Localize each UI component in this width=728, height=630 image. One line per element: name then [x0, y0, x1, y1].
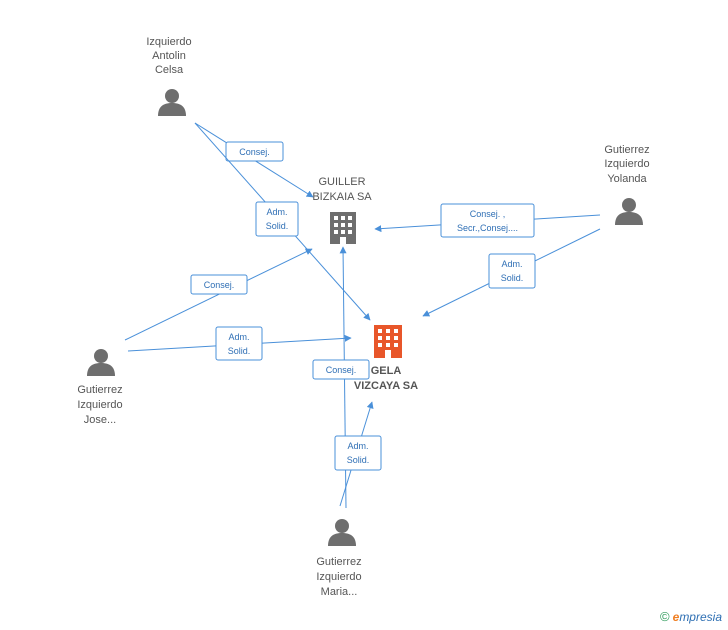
- person-name-line-3: Jose...: [84, 414, 116, 426]
- building-icon: [330, 212, 356, 244]
- empresia-logo: empresia: [673, 610, 722, 624]
- person-icon: [328, 519, 356, 546]
- edge-label-jose-gela-1: Adm.: [228, 332, 249, 342]
- person-node-celsa[interactable]: Izquierdo Antolin Celsa: [146, 36, 192, 116]
- person-name-line-3: Yolanda: [607, 173, 647, 185]
- company-node-gela[interactable]: GELA VIZCAYA SA: [354, 325, 418, 392]
- edge-yolanda-guiller[interactable]: Consej. , Secr.,Consej....: [374, 203, 601, 238]
- edge-label-yolanda-gela-2: Solid.: [501, 273, 524, 283]
- edge-label-yolanda-guiller-2: Secr.,Consej....: [457, 223, 518, 233]
- edge-jose-gela[interactable]: Adm. Solid.: [127, 326, 352, 361]
- company-name-line-1: GUILLER: [318, 176, 365, 188]
- edge-label-celsa-gela-2: Solid.: [266, 221, 289, 231]
- edge-label-jose-gela-2: Solid.: [228, 346, 251, 356]
- edge-label-maria-gela-2: Solid.: [347, 455, 370, 465]
- edge-yolanda-gela[interactable]: Adm. Solid.: [422, 228, 601, 317]
- edge-label-celsa-guiller: Consej.: [239, 147, 270, 157]
- person-name-line-1: Gutierrez: [77, 384, 122, 396]
- company-name-line-1: GELA: [371, 365, 402, 377]
- edge-label-yolanda-guiller-1: Consej. ,: [470, 209, 506, 219]
- person-name-line-3: Maria...: [321, 586, 358, 598]
- person-node-yolanda[interactable]: Gutierrez Izquierdo Yolanda: [604, 144, 650, 225]
- person-name-line-1: Gutierrez: [316, 556, 361, 568]
- building-icon: [374, 325, 402, 358]
- edge-label-celsa-gela-1: Adm.: [266, 207, 287, 217]
- copyright-symbol: ©: [660, 609, 670, 624]
- edge-maria-gela[interactable]: Adm. Solid.: [334, 401, 382, 507]
- person-name-line-2: Izquierdo: [316, 571, 361, 583]
- company-node-guiller[interactable]: GUILLER BIZKAIA SA: [312, 176, 372, 244]
- footer-brand[interactable]: © empresia: [660, 609, 722, 624]
- person-node-maria[interactable]: Gutierrez Izquierdo Maria...: [316, 519, 362, 598]
- edge-jose-guiller[interactable]: Consej.: [124, 248, 313, 341]
- person-icon: [615, 198, 643, 225]
- nodes-layer: GUILLER BIZKAIA SA: [77, 36, 649, 598]
- person-name-line-1: Gutierrez: [604, 144, 649, 156]
- person-icon: [158, 89, 186, 116]
- person-node-jose[interactable]: Gutierrez Izquierdo Jose...: [77, 349, 123, 426]
- person-name-line-2: Izquierdo: [604, 158, 649, 170]
- person-name-line-1: Izquierdo: [146, 36, 191, 48]
- company-name-line-2: BIZKAIA SA: [312, 191, 372, 203]
- person-name-line-3: Celsa: [155, 64, 184, 76]
- brand-rest: mpresia: [679, 609, 722, 624]
- person-name-line-2: Antolin: [152, 50, 186, 62]
- edge-label-maria-guiller: Consej.: [326, 365, 357, 375]
- person-name-line-2: Izquierdo: [77, 399, 122, 411]
- edge-celsa-gela[interactable]: Adm. Solid.: [194, 122, 371, 321]
- edge-label-maria-gela-1: Adm.: [347, 441, 368, 451]
- edge-celsa-guiller[interactable]: Consej.: [194, 122, 314, 198]
- company-name-line-2: VIZCAYA SA: [354, 380, 418, 392]
- edge-label-yolanda-gela-1: Adm.: [501, 259, 522, 269]
- brand-initial: e: [672, 609, 680, 624]
- person-icon: [87, 349, 115, 376]
- edges-layer: Consej. Adm. Solid. Consej. , Secr.,Cons…: [124, 122, 601, 509]
- edge-label-jose-guiller: Consej.: [204, 280, 235, 290]
